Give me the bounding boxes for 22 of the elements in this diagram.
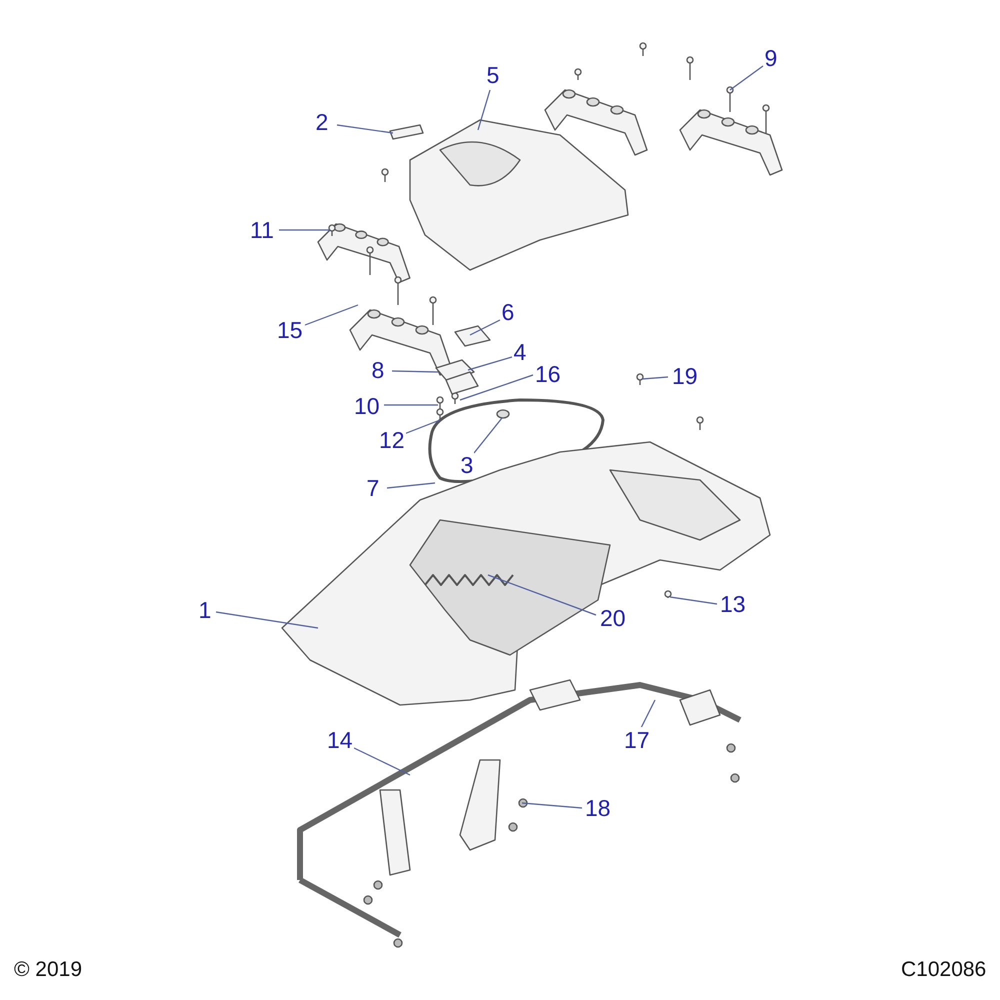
leader-line [404, 419, 440, 435]
leader-line [216, 611, 318, 629]
leader-line [384, 404, 438, 406]
leader-line [279, 229, 330, 231]
copyright-notice: © 2019 [14, 958, 82, 982]
leader-line [392, 370, 438, 373]
leader-line [642, 376, 668, 380]
leader-line [730, 66, 764, 90]
leader-line [470, 319, 500, 336]
leader-line [354, 747, 410, 776]
figure-code: C102086 [901, 958, 986, 982]
leader-line [488, 574, 596, 616]
leader-line [468, 356, 512, 371]
leader-line [460, 374, 534, 401]
leader-line [522, 802, 582, 809]
leader-line [336, 124, 394, 134]
leader-line [386, 482, 436, 489]
leader-line [670, 596, 718, 605]
leader-line [474, 418, 502, 454]
leader-line [477, 90, 491, 130]
leader-line [640, 700, 656, 728]
leader-line [304, 304, 358, 326]
